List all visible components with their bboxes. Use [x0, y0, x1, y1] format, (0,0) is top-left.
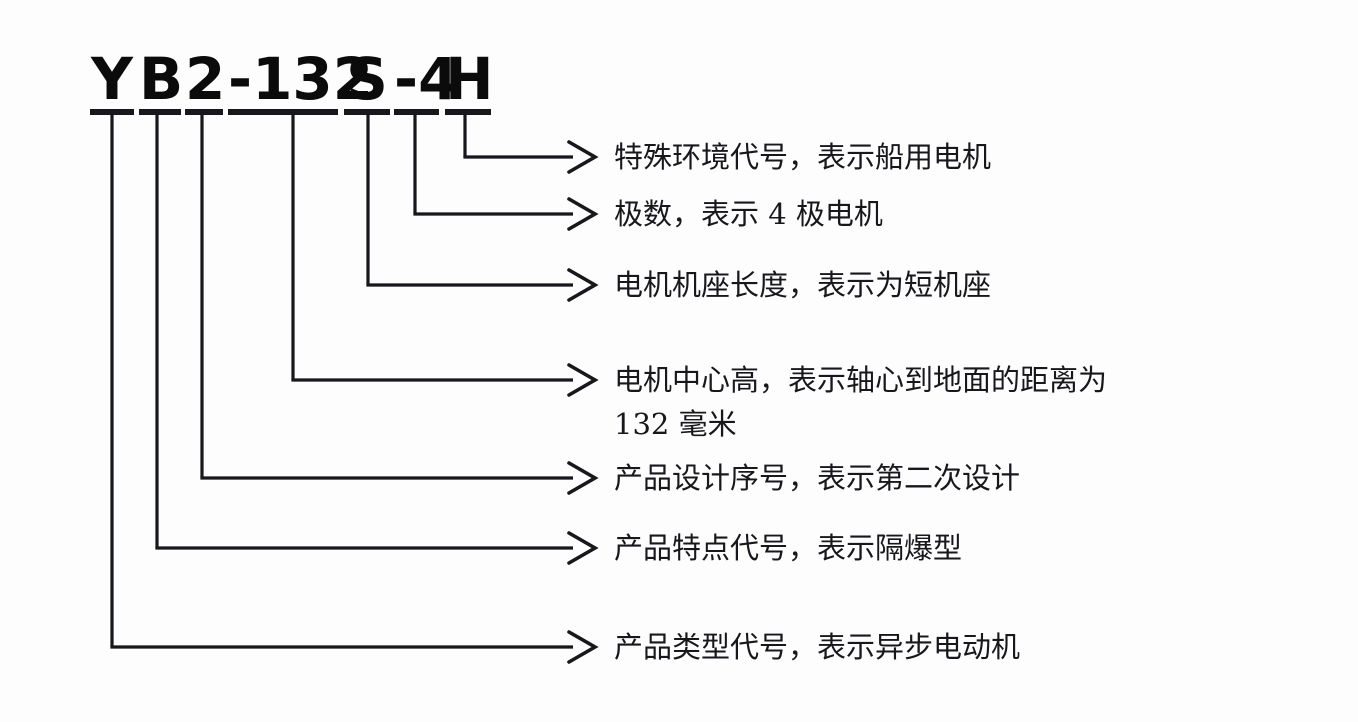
code-segment-Y: Y	[91, 45, 133, 113]
code-segment-H: H	[445, 45, 494, 113]
annotation-product-type: 产品类型代号，表示异步电动机	[614, 625, 1020, 669]
annotation-special-environment: 特殊环境代号，表示船用电机	[614, 135, 991, 179]
arrowhead-frame-length	[567, 268, 599, 302]
code-segment-B: B	[139, 45, 184, 113]
annotation-text-feature-code: 产品特点代号，表示隔爆型	[614, 531, 963, 565]
code-segment-2: 2	[185, 45, 226, 113]
annotation-text-pole-number: 极数，表示 4 极电机	[614, 197, 883, 231]
arrowhead-feature-code	[567, 531, 599, 565]
arrowhead-special-environment	[567, 140, 599, 174]
annotation-pole-number: 极数，表示 4 极电机	[614, 192, 883, 236]
annotation-text-special-environment: 特殊环境代号，表示船用电机	[614, 140, 992, 174]
code-segment-S: S	[346, 45, 388, 113]
arrowhead-design-serial	[567, 461, 599, 495]
annotation-center-height: 电机中心高，表示轴心到地面的距离为 132 毫米	[614, 358, 1107, 446]
annotation-text-product-type: 产品类型代号，表示异步电动机	[614, 630, 1021, 664]
annotation-text-center-height: 电机中心高，表示轴心到地面的距离为	[614, 363, 1108, 397]
arrowhead-pole-number	[567, 197, 599, 231]
annotation-text-frame-length: 电机机座长度，表示为短机座	[614, 268, 992, 302]
annotation-text-center-height-line2: 132 毫米	[614, 407, 737, 441]
annotation-feature-code: 产品特点代号，表示隔爆型	[614, 526, 962, 570]
arrowhead-product-type	[567, 630, 599, 664]
arrowhead-center-height	[567, 363, 599, 397]
annotation-design-serial: 产品设计序号，表示第二次设计	[614, 456, 1020, 500]
annotation-frame-length: 电机机座长度，表示为短机座	[614, 263, 991, 307]
annotation-text-design-serial: 产品设计序号，表示第二次设计	[614, 461, 1021, 495]
